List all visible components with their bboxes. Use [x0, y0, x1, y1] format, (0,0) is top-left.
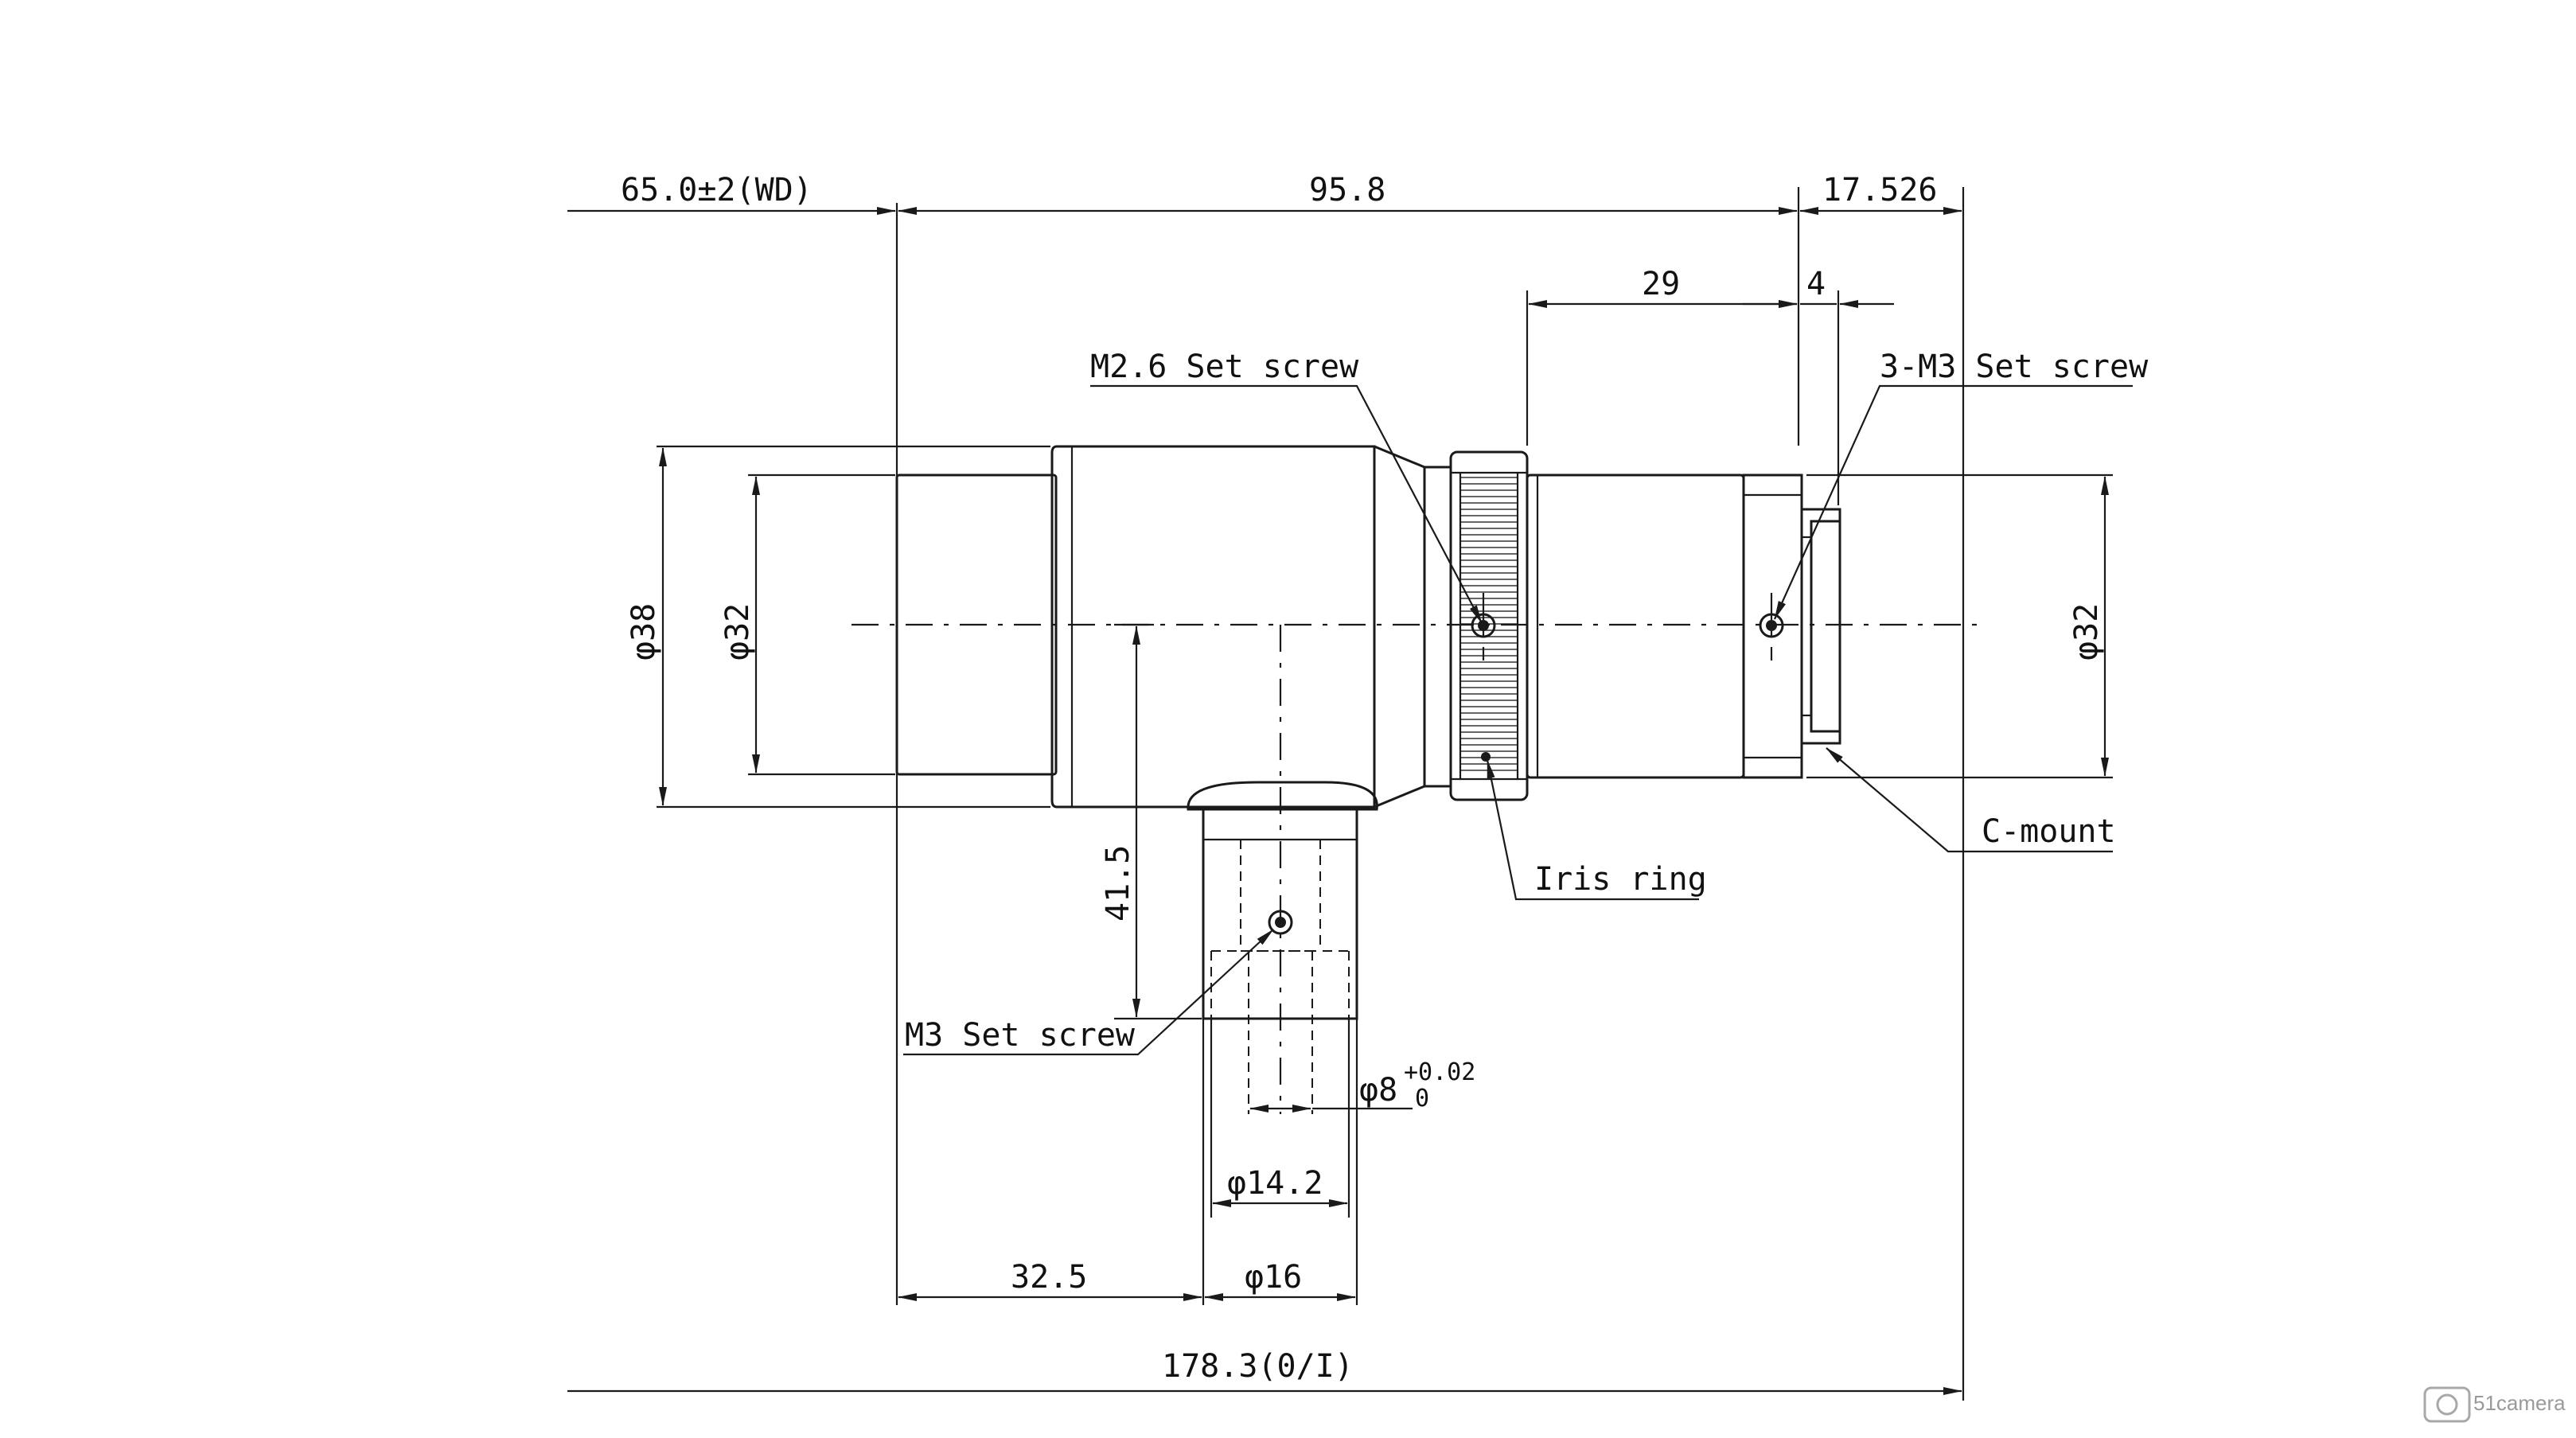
- dim-length-29: 29: [1642, 266, 1680, 302]
- callout-labels: M2.6 Set screw 3-M3 Set screw Iris ring …: [905, 349, 2149, 1054]
- dim-total-length: 178.3(0/I): [1162, 1348, 1354, 1385]
- watermark: 51camera: [2423, 1386, 2566, 1423]
- dim-shaft-diameter: φ8: [1359, 1072, 1397, 1109]
- dim-working-distance: 65.0±2(WD): [621, 172, 813, 208]
- dimension-labels: 65.0±2(WD) 95.8 17.526 29 4 φ38 φ32 φ32 …: [621, 172, 2105, 1385]
- dim-shaft-tolerance-upper: +0.02: [1404, 1058, 1475, 1086]
- barrel-taper-top: [1374, 445, 1425, 469]
- callout-3-m3-set-screw: 3-M3 Set screw: [1880, 349, 2149, 385]
- m26-screw-hole: [1471, 613, 1496, 638]
- dim-lens-length: 95.8: [1309, 172, 1385, 208]
- dim-diameter-32-right: φ32: [2068, 603, 2105, 661]
- camera-logo-icon: [2423, 1386, 2471, 1423]
- dim-length-4: 4: [1806, 266, 1826, 302]
- set-screws: [1268, 613, 1784, 935]
- center-lines: [852, 593, 1982, 1114]
- dim-diameter-38: φ38: [625, 603, 662, 661]
- mount-dome: [1187, 781, 1378, 811]
- callout-m3-set-screw: M3 Set screw: [905, 1017, 1136, 1054]
- dim-shaft-tolerance-lower: 0: [1415, 1085, 1429, 1113]
- dim-diameter-16: φ16: [1245, 1259, 1302, 1296]
- iris-pin: [1481, 752, 1491, 762]
- barrel-taper-bottom: [1374, 785, 1425, 809]
- dimension-lines: [567, 207, 2109, 1395]
- callout-c-mount: C-mount: [1982, 813, 2116, 850]
- callout-iris-ring: Iris ring: [1534, 861, 1707, 898]
- c-mount-thread: [1800, 508, 1841, 745]
- dim-offset-32-5: 32.5: [1011, 1259, 1087, 1296]
- callout-leaders: [903, 384, 2133, 1056]
- iris-knurl: [1461, 477, 1517, 771]
- callout-m26-set-screw: M2.6 Set screw: [1090, 349, 1359, 385]
- dim-flange-back: 17.526: [1822, 172, 1938, 208]
- dim-diameter-32-left: φ32: [719, 603, 756, 661]
- iris-ring[interactable]: [1449, 450, 1529, 801]
- lens-body: [895, 445, 1841, 1110]
- watermark-brand: 51camera: [2473, 1391, 2566, 1415]
- dim-height-41-5: 41.5: [1100, 845, 1136, 922]
- extension-lines: [657, 187, 2113, 1401]
- dim-diameter-14-2: φ14.2: [1227, 1165, 1323, 1202]
- main-barrel: [1050, 445, 1376, 809]
- m3-shaft-screw-hole: [1268, 910, 1293, 935]
- rear-barrel: [1526, 473, 1745, 779]
- m3-rear-screw-hole: [1759, 613, 1784, 638]
